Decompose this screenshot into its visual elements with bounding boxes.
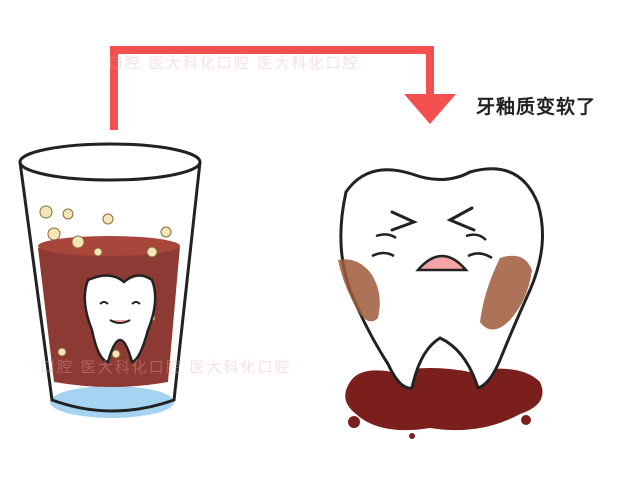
crying-tooth-icon: [338, 167, 544, 439]
enamel-softened-caption: 牙釉质变软了: [476, 96, 597, 118]
watermark-text: 口腔 医大科化口腔 医大科化口腔: [108, 54, 360, 72]
smiling-tooth-icon: [83, 274, 157, 364]
arrow-down-right-angle-icon: [110, 46, 456, 130]
watermark-text-2: 口腔 医大科化口腔 医大科化口腔: [40, 358, 292, 376]
